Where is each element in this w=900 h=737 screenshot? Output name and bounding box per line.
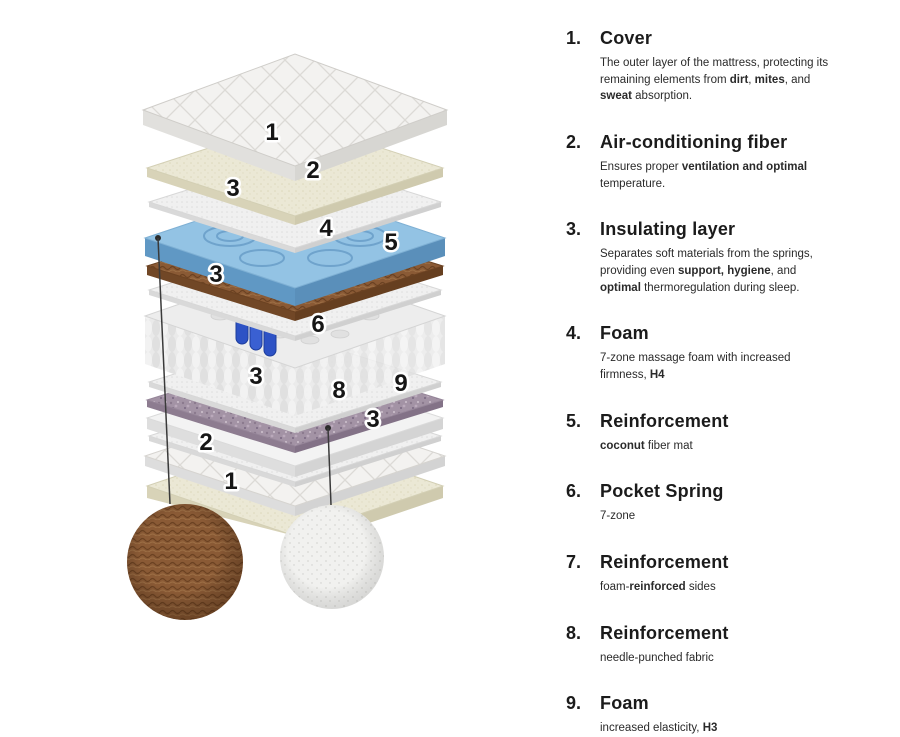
legend-title: Pocket Spring — [600, 481, 724, 502]
legend-item-cover: 1. Cover The outer layer of the mattress… — [566, 28, 884, 105]
legend-item-air-fiber: 2. Air-conditioning fiber Ensures proper… — [566, 132, 884, 192]
legend-title: Insulating layer — [600, 219, 736, 240]
layer-label-fiber-top: 2 — [306, 157, 319, 184]
layer-label-mesh-top: 3 — [226, 175, 239, 202]
layer-label-mesh-bottom: 3 — [366, 406, 379, 433]
legend-number: 8. — [566, 622, 582, 643]
legend-number: 1. — [566, 28, 582, 48]
legend-number: 2. — [566, 132, 582, 153]
legend-number: 5. — [566, 410, 582, 431]
legend-description: coconut fiber mat — [600, 439, 693, 452]
layer-label-fiber-bottom: 2 — [199, 429, 212, 456]
legend-title: Reinforcement — [600, 552, 729, 573]
legend-title: Reinforcement — [600, 410, 729, 431]
legend-description: 7-zone massage foam with increased firmn… — [600, 352, 791, 382]
layer-label-foam-h4: 4 — [319, 215, 333, 242]
layer-label-mesh-mid-upper: 3 — [209, 261, 222, 288]
legend-panel: 1. Cover The outer layer of the mattress… — [520, 0, 900, 734]
legend-number: 3. — [566, 219, 582, 240]
legend-number: 4. — [566, 323, 582, 344]
legend-title: Foam — [600, 693, 649, 714]
legend-description: The outer layer of the mattress, protect… — [600, 57, 829, 103]
legend-number: 9. — [566, 693, 582, 714]
layer-label-cover-top: 1 — [265, 119, 278, 146]
legend-title: Cover — [600, 28, 653, 48]
legend-item-reinforcement-sides: 7. Reinforcement foam-reinforced sides — [566, 552, 884, 596]
coconut-leader-line — [155, 235, 171, 505]
legend-description: needle-punched fabric — [600, 651, 714, 664]
layer-label-mesh-mid-lower: 3 — [249, 363, 262, 390]
foam-leader-line — [325, 425, 332, 506]
layer-label-springs: 6 — [311, 311, 324, 338]
legend-title: Reinforcement — [600, 622, 729, 643]
legend-number: 7. — [566, 552, 582, 573]
foam-swatch — [280, 505, 384, 609]
legend-description: 7-zone — [600, 510, 636, 523]
legend-description: Ensures proper ventilation and optimal t… — [600, 161, 808, 190]
legend-number: 6. — [566, 481, 582, 502]
legend-title: Foam — [600, 323, 649, 344]
layer-label-coconut: 5 — [384, 229, 397, 256]
mattress-exploded-diagram: 1 2 3 4 5 3 6 3 8 9 3 2 1 — [127, 53, 449, 620]
layer-label-cover-bottom: 1 — [224, 468, 237, 495]
legend-item-insulating-layer: 3. Insulating layer Separates soft mater… — [566, 219, 884, 296]
legend-description: Separates soft materials from the spring… — [600, 248, 813, 294]
coconut-fiber-swatch — [127, 504, 243, 620]
legend-title: Air-conditioning fiber — [600, 132, 788, 153]
legend-description: foam-reinforced sides — [600, 581, 716, 594]
layer-label-needle-fabric: 8 — [332, 377, 345, 404]
legend-item-pocket-spring: 6. Pocket Spring 7-zone — [566, 481, 884, 525]
legend-item-reinforcement-fabric: 8. Reinforcement needle-punched fabric — [566, 623, 884, 667]
legend-item-reinforcement-coconut: 5. Reinforcement coconut fiber mat — [566, 411, 884, 455]
mattress-diagram-panel: 1 2 3 4 5 3 6 3 8 9 3 2 1 — [127, 53, 449, 620]
legend-item-foam-h4: 4. Foam 7-zone massage foam with increas… — [566, 323, 884, 383]
legend-item-foam-h3: 9. Foam increased elasticity, H3 — [566, 693, 884, 737]
layer-cover — [141, 53, 449, 181]
layer-label-foam-h3: 9 — [394, 370, 407, 397]
legend-description: increased elasticity, H3 — [600, 722, 718, 735]
